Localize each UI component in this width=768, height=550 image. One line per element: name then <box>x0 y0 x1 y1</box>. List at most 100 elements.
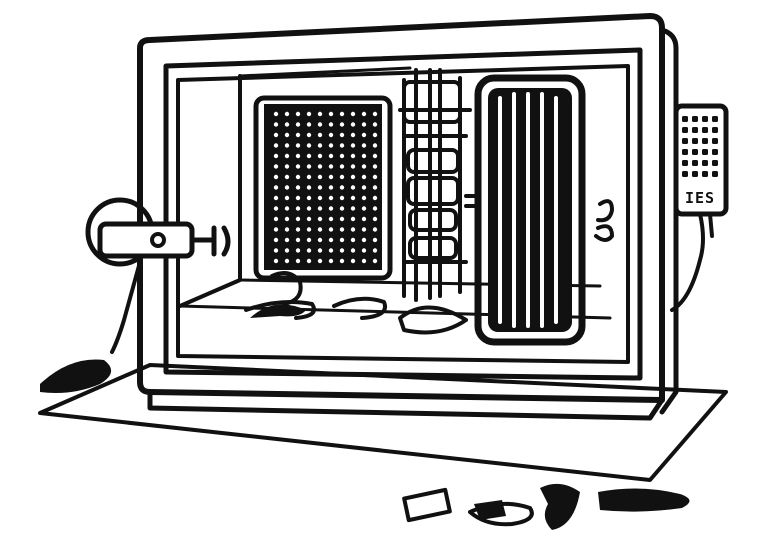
grille-dot <box>317 258 323 264</box>
grille-dot <box>273 195 279 201</box>
grille-dot <box>306 111 312 117</box>
grille-dot <box>273 216 279 222</box>
grille-dot <box>284 185 290 190</box>
radiator-slats <box>498 92 558 328</box>
grille-dot <box>317 206 323 211</box>
grille-dot <box>339 111 345 117</box>
grille-dot <box>295 258 301 264</box>
inner-frame <box>163 47 643 381</box>
grille-dot <box>328 216 334 222</box>
grille-dot <box>273 143 279 148</box>
keypad-key <box>682 116 688 122</box>
grille-dot <box>372 111 378 117</box>
debris-dark-3 <box>598 488 690 512</box>
grille-dot <box>273 111 279 117</box>
grille-dot <box>372 185 378 190</box>
grille-dot <box>350 132 356 138</box>
keypad-key <box>692 138 698 144</box>
grille-dot <box>372 258 378 264</box>
grille-dot <box>372 248 378 253</box>
grille-dot <box>350 237 356 243</box>
grille-dot <box>284 206 290 211</box>
grille-dot <box>306 153 312 159</box>
grille-dot <box>339 153 345 159</box>
grille-dot <box>372 153 378 159</box>
grille-dot <box>372 216 378 222</box>
grille-dot <box>273 164 279 169</box>
keypad-key <box>682 160 688 166</box>
grille-dot <box>372 195 378 201</box>
grille-dot <box>328 132 334 138</box>
grille-dot <box>317 111 323 117</box>
grille-dot <box>306 185 312 190</box>
grille-dot <box>372 174 378 180</box>
grille-dot <box>284 111 290 117</box>
grille-dot <box>273 153 279 159</box>
keypad-key <box>712 149 718 155</box>
grille-dot <box>273 174 279 180</box>
grille-dot <box>306 164 312 169</box>
keypad-key <box>692 149 698 155</box>
grille-dot <box>339 122 345 127</box>
grille-dot <box>361 237 367 243</box>
grille-dot <box>317 132 323 138</box>
grille-dot <box>361 111 367 117</box>
chamber-floor-debris <box>244 271 468 335</box>
grille-dot <box>306 237 312 243</box>
grille-dot <box>306 174 312 180</box>
grille-dot <box>273 206 279 211</box>
grille-dot <box>361 248 367 253</box>
floor-mat <box>38 363 728 482</box>
floor-shadows <box>40 304 690 530</box>
keypad-key <box>682 127 688 133</box>
side-control-box <box>670 103 729 312</box>
grille-dot <box>284 153 290 159</box>
grille-dot <box>361 195 367 201</box>
grille-dot <box>295 122 301 127</box>
grille-dot <box>284 248 290 253</box>
grille-dot <box>306 206 312 211</box>
grille-dot <box>284 237 290 243</box>
grille-dot <box>350 164 356 169</box>
grille-dot <box>339 164 345 169</box>
grille-dot <box>361 185 367 190</box>
keypad-key <box>712 127 718 133</box>
vertical-rails <box>398 68 472 302</box>
grille-dot <box>328 195 334 201</box>
grille-dot <box>317 143 323 148</box>
grille-dot <box>317 237 323 243</box>
grille-dot <box>350 122 356 127</box>
grille-dot <box>306 122 312 127</box>
grille-dot <box>372 122 378 127</box>
grille-dot <box>361 143 367 148</box>
keypad-key <box>702 149 708 155</box>
grille-dot <box>339 195 345 201</box>
grille-dot <box>361 132 367 138</box>
grille-dot <box>273 248 279 253</box>
left-valve <box>85 197 231 354</box>
grille-dot <box>328 164 334 169</box>
floor-card <box>402 487 452 523</box>
keypad-key <box>682 138 688 144</box>
grille-dot <box>339 132 345 138</box>
grille-dot <box>328 111 334 117</box>
keypad-key <box>692 171 698 177</box>
grille-dot <box>339 143 345 148</box>
keypad-key <box>692 116 698 122</box>
radiator-hinge <box>464 194 480 208</box>
keypad-key <box>702 138 708 144</box>
grille-dot <box>339 206 345 211</box>
side-panel-label: IES <box>684 189 716 207</box>
grille-dot <box>295 143 301 148</box>
grille-dot <box>339 174 345 180</box>
grille-dot <box>361 164 367 169</box>
grille-dot <box>328 143 334 148</box>
grille-dot <box>339 227 345 232</box>
grille-dot <box>317 248 323 253</box>
grille-dot <box>284 227 290 232</box>
grille-dot <box>284 164 290 169</box>
grille-dot <box>328 122 334 127</box>
grille-dot <box>317 227 323 232</box>
grille-dot <box>295 153 301 159</box>
